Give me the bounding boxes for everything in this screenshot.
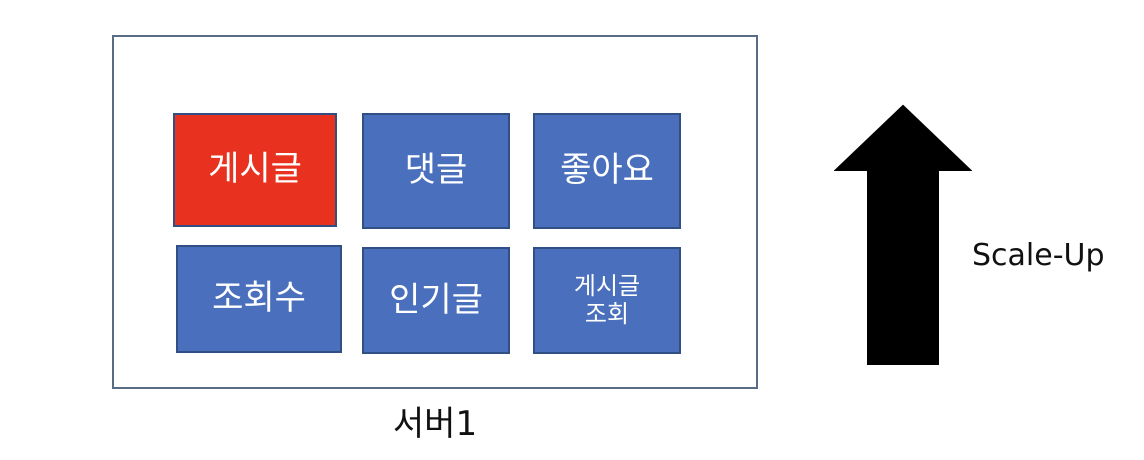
scale-up-label: Scale-Up [972,238,1105,273]
server-label: 서버1 [392,404,478,444]
module-posts: 게시글 [173,113,337,227]
scale-up-arrow-shape [834,104,972,365]
module-popular-posts: 인기글 [362,247,510,354]
scale-up-arrow-icon [834,104,972,365]
module-popular-posts-label: 인기글 [389,279,483,320]
module-post-view-label: 게시글 조회 [573,271,641,328]
module-comments-label: 댓글 [404,150,468,191]
module-likes-label: 좋아요 [560,150,654,191]
module-comments: 댓글 [362,113,510,229]
module-posts-label: 게시글 [208,149,302,190]
module-likes: 좋아요 [533,113,681,229]
module-post-view: 게시글 조회 [533,247,681,354]
module-views: 조회수 [176,245,342,353]
module-views-label: 조회수 [212,278,306,319]
